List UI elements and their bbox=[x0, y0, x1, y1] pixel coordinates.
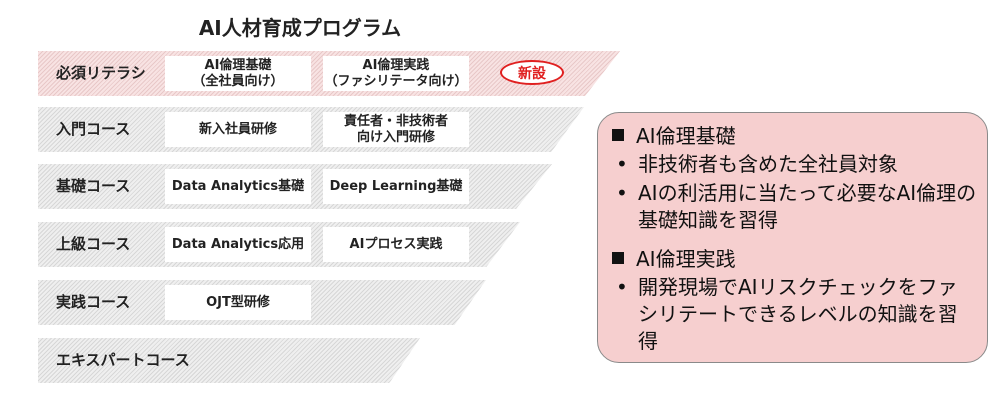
bullet-dot-icon: • bbox=[616, 152, 628, 176]
tier-label: エキスパートコース bbox=[56, 351, 190, 369]
info-heading-basic: AI倫理基礎 bbox=[612, 123, 977, 149]
course-ai-ethics-basic[interactable]: AI倫理基礎 （全社員向け） bbox=[165, 56, 311, 91]
course-manager-intro[interactable]: 責任者・非技術者 向け入門研修 bbox=[323, 112, 469, 147]
course-ai-ethics-practice[interactable]: AI倫理実践 （ファシリテータ向け） bbox=[323, 56, 469, 91]
tier-basic: 基礎コース Data Analytics基礎 Deep Learning基礎 bbox=[38, 164, 552, 209]
tier-expert: エキスパートコース bbox=[38, 338, 420, 383]
info-bullet-text: AIの利活用に当たって必要なAI倫理の基礎知識を習得 bbox=[638, 181, 977, 232]
info-bullet: • 非技術者も含めた全社員対象 bbox=[612, 151, 977, 178]
info-bullet-text: 開発現場でAIリスクチェックをファシリテートできるレベルの知識を習得 bbox=[638, 275, 958, 353]
square-bullet-icon bbox=[612, 129, 624, 141]
course-data-analytics-applied[interactable]: Data Analytics応用 bbox=[165, 227, 311, 262]
info-bullet: • AIの利活用に当たって必要なAI倫理の基礎知識を習得 bbox=[612, 180, 977, 234]
course-deep-learning-basic[interactable]: Deep Learning基礎 bbox=[323, 169, 469, 204]
square-bullet-icon bbox=[612, 252, 624, 264]
info-heading-text: AI倫理実践 bbox=[636, 247, 736, 271]
info-bullet-text: 非技術者も含めた全社員対象 bbox=[638, 152, 898, 176]
course-data-analytics-basic[interactable]: Data Analytics基礎 bbox=[165, 169, 311, 204]
new-badge: 新設 bbox=[500, 60, 564, 85]
tier-label: 上級コース bbox=[56, 235, 131, 253]
tier-advanced: 上級コース Data Analytics応用 AIプロセス実践 bbox=[38, 222, 520, 267]
info-heading-practice: AI倫理実践 bbox=[612, 246, 977, 272]
info-heading-text: AI倫理基礎 bbox=[636, 124, 736, 148]
course-ojt[interactable]: OJT型研修 bbox=[165, 285, 311, 320]
diagram-title: AI人材育成プログラム bbox=[198, 16, 402, 40]
bullet-dot-icon: • bbox=[616, 275, 628, 299]
tier-label: 入門コース bbox=[56, 120, 131, 138]
bullet-dot-icon: • bbox=[616, 181, 628, 205]
course-new-employee[interactable]: 新入社員研修 bbox=[165, 112, 311, 147]
tier-practice: 実践コース OJT型研修 bbox=[38, 280, 486, 325]
tier-intro: 入門コース 新入社員研修 責任者・非技術者 向け入門研修 bbox=[38, 107, 584, 152]
tier-label: 基礎コース bbox=[56, 177, 131, 195]
tier-required-literacy: 必須リテラシ AI倫理基礎 （全社員向け） AI倫理実践 （ファシリテータ向け）… bbox=[38, 51, 620, 96]
course-ai-process-practice[interactable]: AIプロセス実践 bbox=[323, 227, 469, 262]
ai-ethics-info-box: AI倫理基礎 • 非技術者も含めた全社員対象 • AIの利活用に当たって必要なAI倫… bbox=[597, 112, 988, 363]
tier-label: 実践コース bbox=[56, 293, 131, 311]
info-bullet: • 開発現場でAIリスクチェックをファシリテートできるレベルの知識を習得 bbox=[612, 274, 977, 355]
tier-label: 必須リテラシ bbox=[56, 64, 146, 82]
